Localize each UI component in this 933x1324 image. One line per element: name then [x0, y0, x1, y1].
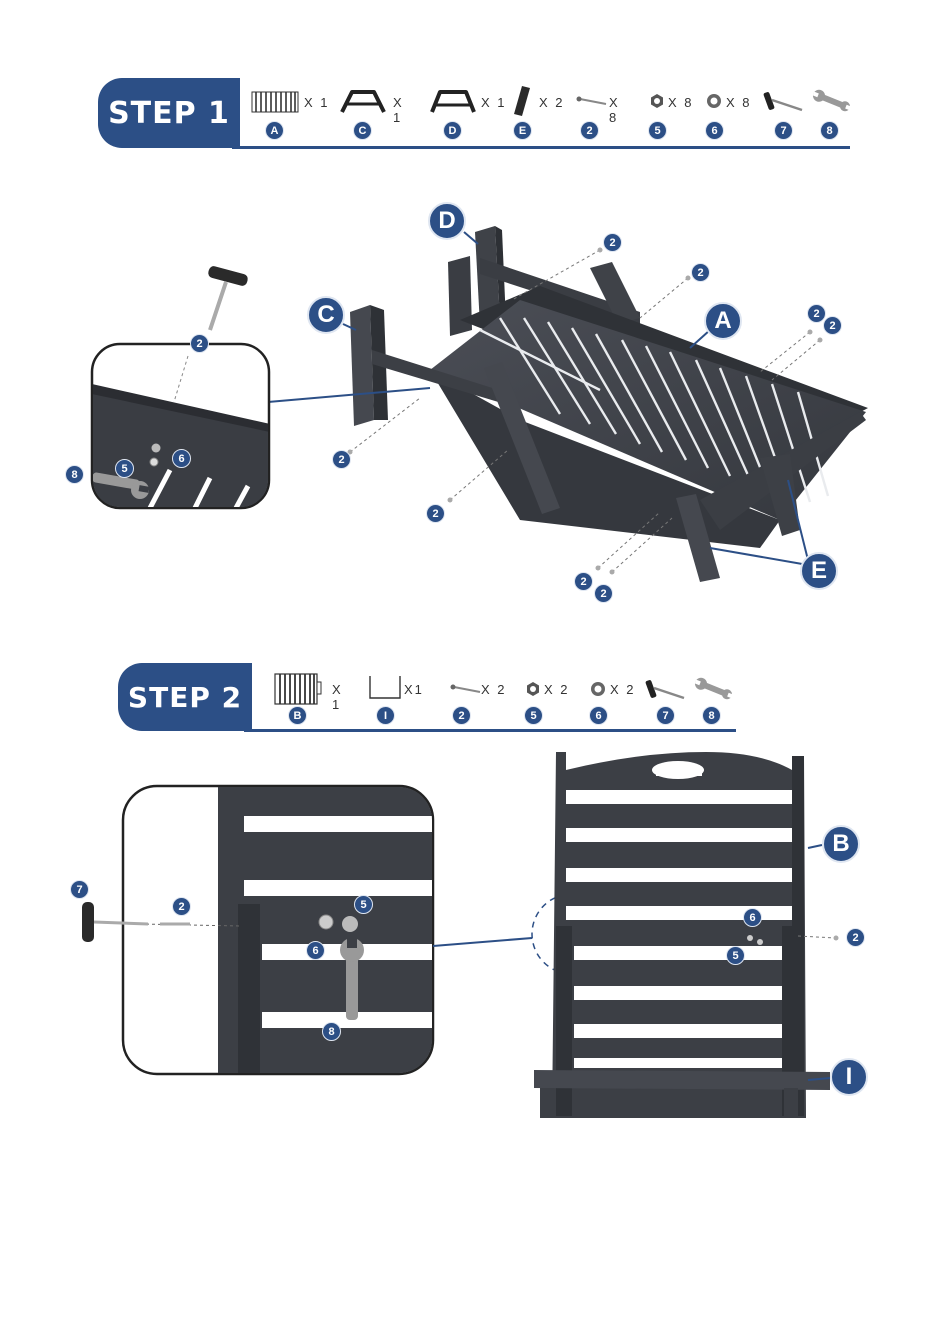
backrest-panel — [552, 752, 806, 1118]
callout-bolt: 2 — [846, 928, 865, 947]
callout-washer: 6 — [306, 941, 325, 960]
callout-wrench: 7 — [70, 880, 89, 899]
callout-nut: 5 — [726, 946, 745, 965]
callout-bolt: 2 — [172, 897, 191, 916]
step2-detail-inset — [123, 786, 434, 1074]
callout-i: I — [830, 1058, 868, 1096]
callout-nut: 5 — [354, 895, 373, 914]
callout-b: B — [822, 825, 860, 863]
callout-washer: 6 — [743, 908, 762, 927]
callout-spanner: 8 — [322, 1022, 341, 1041]
